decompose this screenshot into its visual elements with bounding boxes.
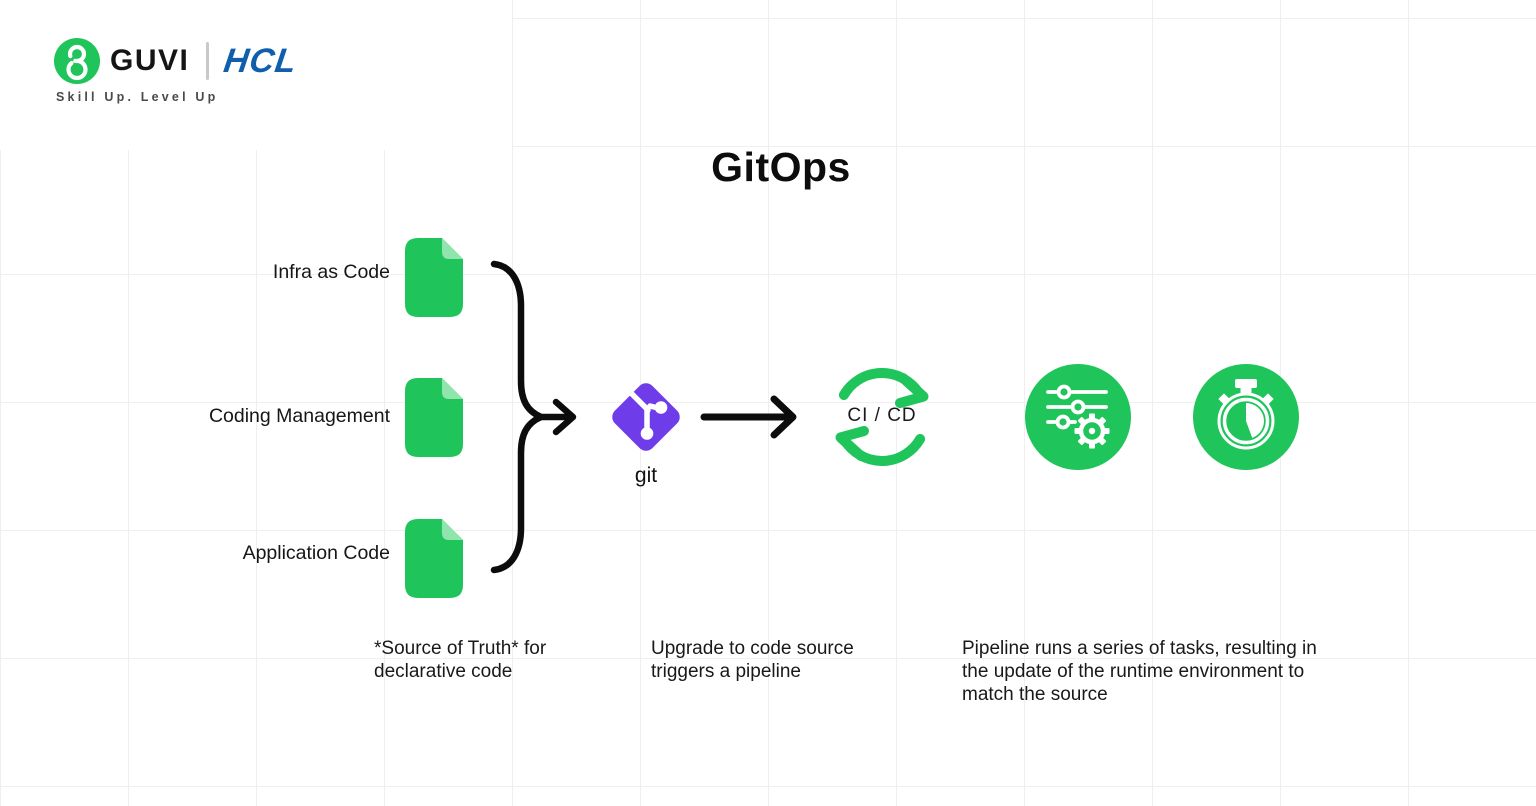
caption-pipeline-trigger: Upgrade to code source triggers a pipeli… bbox=[651, 637, 854, 683]
brand-tagline: Skill Up. Level Up bbox=[56, 90, 219, 104]
stopwatch-icon bbox=[1193, 364, 1299, 470]
document-icon bbox=[405, 238, 463, 317]
caption-line: the update of the runtime environment to bbox=[962, 661, 1305, 682]
page-title: GitOps bbox=[711, 144, 851, 190]
cicd-label: CI / CD bbox=[847, 405, 917, 426]
caption-line: *Source of Truth* for bbox=[374, 638, 547, 659]
source-label-application-code: Application Code bbox=[242, 542, 390, 564]
caption-line: match the source bbox=[962, 684, 1108, 705]
caption-line: declarative code bbox=[374, 661, 513, 682]
git-branch-diamond-icon bbox=[612, 383, 680, 451]
source-label-infra-as-code: Infra as Code bbox=[272, 261, 390, 283]
hcl-wordmark: HCL bbox=[221, 41, 300, 80]
guvi-monogram-icon bbox=[54, 38, 100, 84]
guvi-wordmark: GUVI bbox=[110, 44, 190, 77]
pipeline-sliders-gear-icon bbox=[1025, 364, 1131, 470]
caption-line: triggers a pipeline bbox=[651, 661, 801, 682]
caption-line: Pipeline runs a series of tasks, resulti… bbox=[962, 638, 1317, 659]
document-icon bbox=[405, 378, 463, 457]
right-arrow bbox=[700, 395, 797, 439]
caption-source-of-truth: *Source of Truth* for declarative code bbox=[374, 637, 546, 683]
caption-pipeline-result: Pipeline runs a series of tasks, resulti… bbox=[962, 637, 1317, 706]
caption-line: Upgrade to code source bbox=[651, 638, 854, 659]
logo-divider bbox=[206, 42, 210, 80]
brand-lockup: GUVI HCL bbox=[54, 36, 300, 86]
logo-card: GUVI HCL Skill Up. Level Up bbox=[0, 0, 512, 150]
curly-brace-merge-arrow bbox=[490, 260, 577, 574]
source-label-coding-management: Coding Management bbox=[208, 405, 390, 427]
document-icon bbox=[405, 519, 463, 598]
git-label: git bbox=[634, 464, 658, 487]
